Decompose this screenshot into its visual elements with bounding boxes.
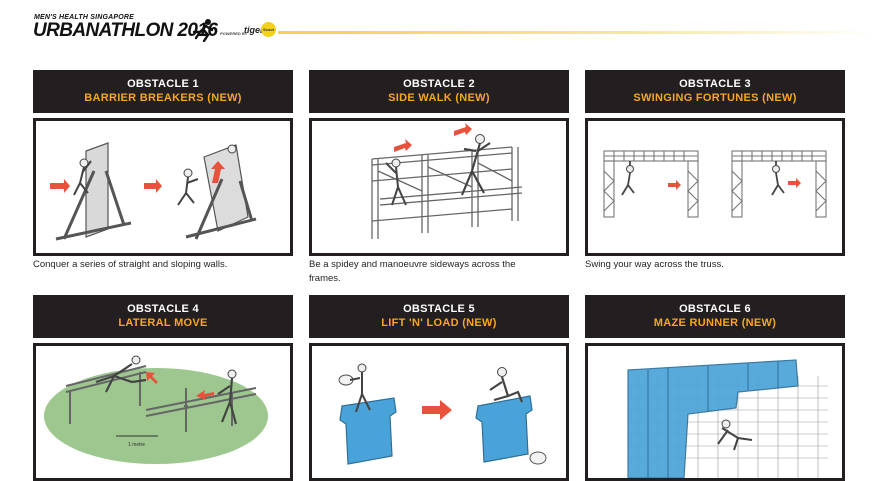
- arrow-icon: [454, 123, 472, 136]
- obstacle-header: OBSTACLE 6 MAZE RUNNER (NEW): [585, 295, 845, 338]
- arrow-icon: [788, 178, 801, 188]
- obstacle-illustration: 1 metre: [33, 343, 293, 481]
- obstacle-title: MAZE RUNNER (NEW): [653, 317, 777, 329]
- obstacle-header: OBSTACLE 1 BARRIER BREAKERS (NEW): [33, 70, 293, 113]
- obstacle-illustration: [585, 343, 845, 481]
- lift-n-load-illustration: [338, 363, 547, 465]
- obstacle-number: OBSTACLE 5: [403, 303, 475, 315]
- obstacle-title: SWINGING FORTUNES (NEW): [633, 92, 797, 104]
- obstacle-description: Be a spidey and manoeuvre sideways acros…: [309, 259, 516, 284]
- obstacle-number: OBSTACLE 6: [679, 303, 751, 315]
- obstacle-card-5: OBSTACLE 5 LIFT 'N' LOAD (NEW): [309, 295, 569, 481]
- maze-runner-illustration: [627, 359, 828, 478]
- arrow-icon: [50, 179, 70, 193]
- page-header: MEN'S HEALTH SINGAPORE URBANATHLON 2016 …: [0, 0, 884, 60]
- obstacle-illustration: [33, 118, 293, 256]
- arrow-icon: [196, 390, 214, 400]
- obstacle-card-1: OBSTACLE 1 BARRIER BREAKERS (NEW) Conque…: [33, 70, 293, 270]
- obstacle-title: LATERAL MOVE: [118, 317, 208, 329]
- arrow-icon: [422, 400, 452, 420]
- obstacle-card-6: OBSTACLE 6 MAZE RUNNER (NEW): [585, 295, 845, 481]
- obstacle-description: Swing your way across the truss.: [585, 259, 724, 270]
- arrow-icon: [144, 179, 162, 193]
- lateral-move-illustration: 1 metre: [44, 355, 268, 464]
- arrow-icon: [668, 180, 681, 190]
- obstacle-header: OBSTACLE 2 SIDE WALK (NEW): [309, 70, 569, 113]
- obstacle-number: OBSTACLE 2: [403, 78, 475, 90]
- obstacle-illustration: [585, 118, 845, 256]
- obstacle-header: OBSTACLE 3 SWINGING FORTUNES (NEW): [585, 70, 845, 113]
- arrow-icon: [146, 372, 158, 384]
- powered-by-label: POWERED BY: [220, 31, 248, 36]
- event-logo-text: URBANATHLON 2016: [33, 20, 218, 41]
- obstacle-title: LIFT 'N' LOAD (NEW): [381, 317, 497, 329]
- measure-label: 1 metre: [128, 442, 145, 448]
- obstacle-illustration: [309, 343, 569, 481]
- barrier-walls-illustration: [50, 142, 257, 241]
- sponsor-badge: Scoot: [261, 22, 276, 37]
- side-walk-frames-illustration: [371, 123, 523, 239]
- arrow-icon: [394, 139, 412, 152]
- swinging-truss-illustration: [603, 150, 827, 218]
- obstacle-description: Conquer a series of straight and sloping…: [33, 259, 228, 270]
- obstacle-card-3: OBSTACLE 3 SWINGING FORTUNES (NEW): [585, 70, 845, 270]
- obstacle-number: OBSTACLE 4: [127, 303, 199, 315]
- sponsor-logo: tigerair: [244, 25, 275, 35]
- obstacle-card-4: OBSTACLE 4 LATERAL MOVE 1 metre: [33, 295, 293, 481]
- obstacle-illustration: [309, 118, 569, 256]
- runner-icon: [192, 19, 214, 42]
- header-rule: [278, 31, 878, 34]
- obstacle-number: OBSTACLE 1: [127, 78, 199, 90]
- obstacle-header: OBSTACLE 4 LATERAL MOVE: [33, 295, 293, 338]
- obstacle-number: OBSTACLE 3: [679, 78, 751, 90]
- obstacle-title: SIDE WALK (NEW): [388, 92, 490, 104]
- obstacle-card-2: OBSTACLE 2 SIDE WALK (NEW) Be a spidey a…: [309, 70, 569, 284]
- brand-subtitle: MEN'S HEALTH SINGAPORE: [34, 14, 135, 21]
- arrow-icon: [211, 161, 225, 183]
- obstacle-header: OBSTACLE 5 LIFT 'N' LOAD (NEW): [309, 295, 569, 338]
- obstacle-title: BARRIER BREAKERS (NEW): [84, 92, 242, 104]
